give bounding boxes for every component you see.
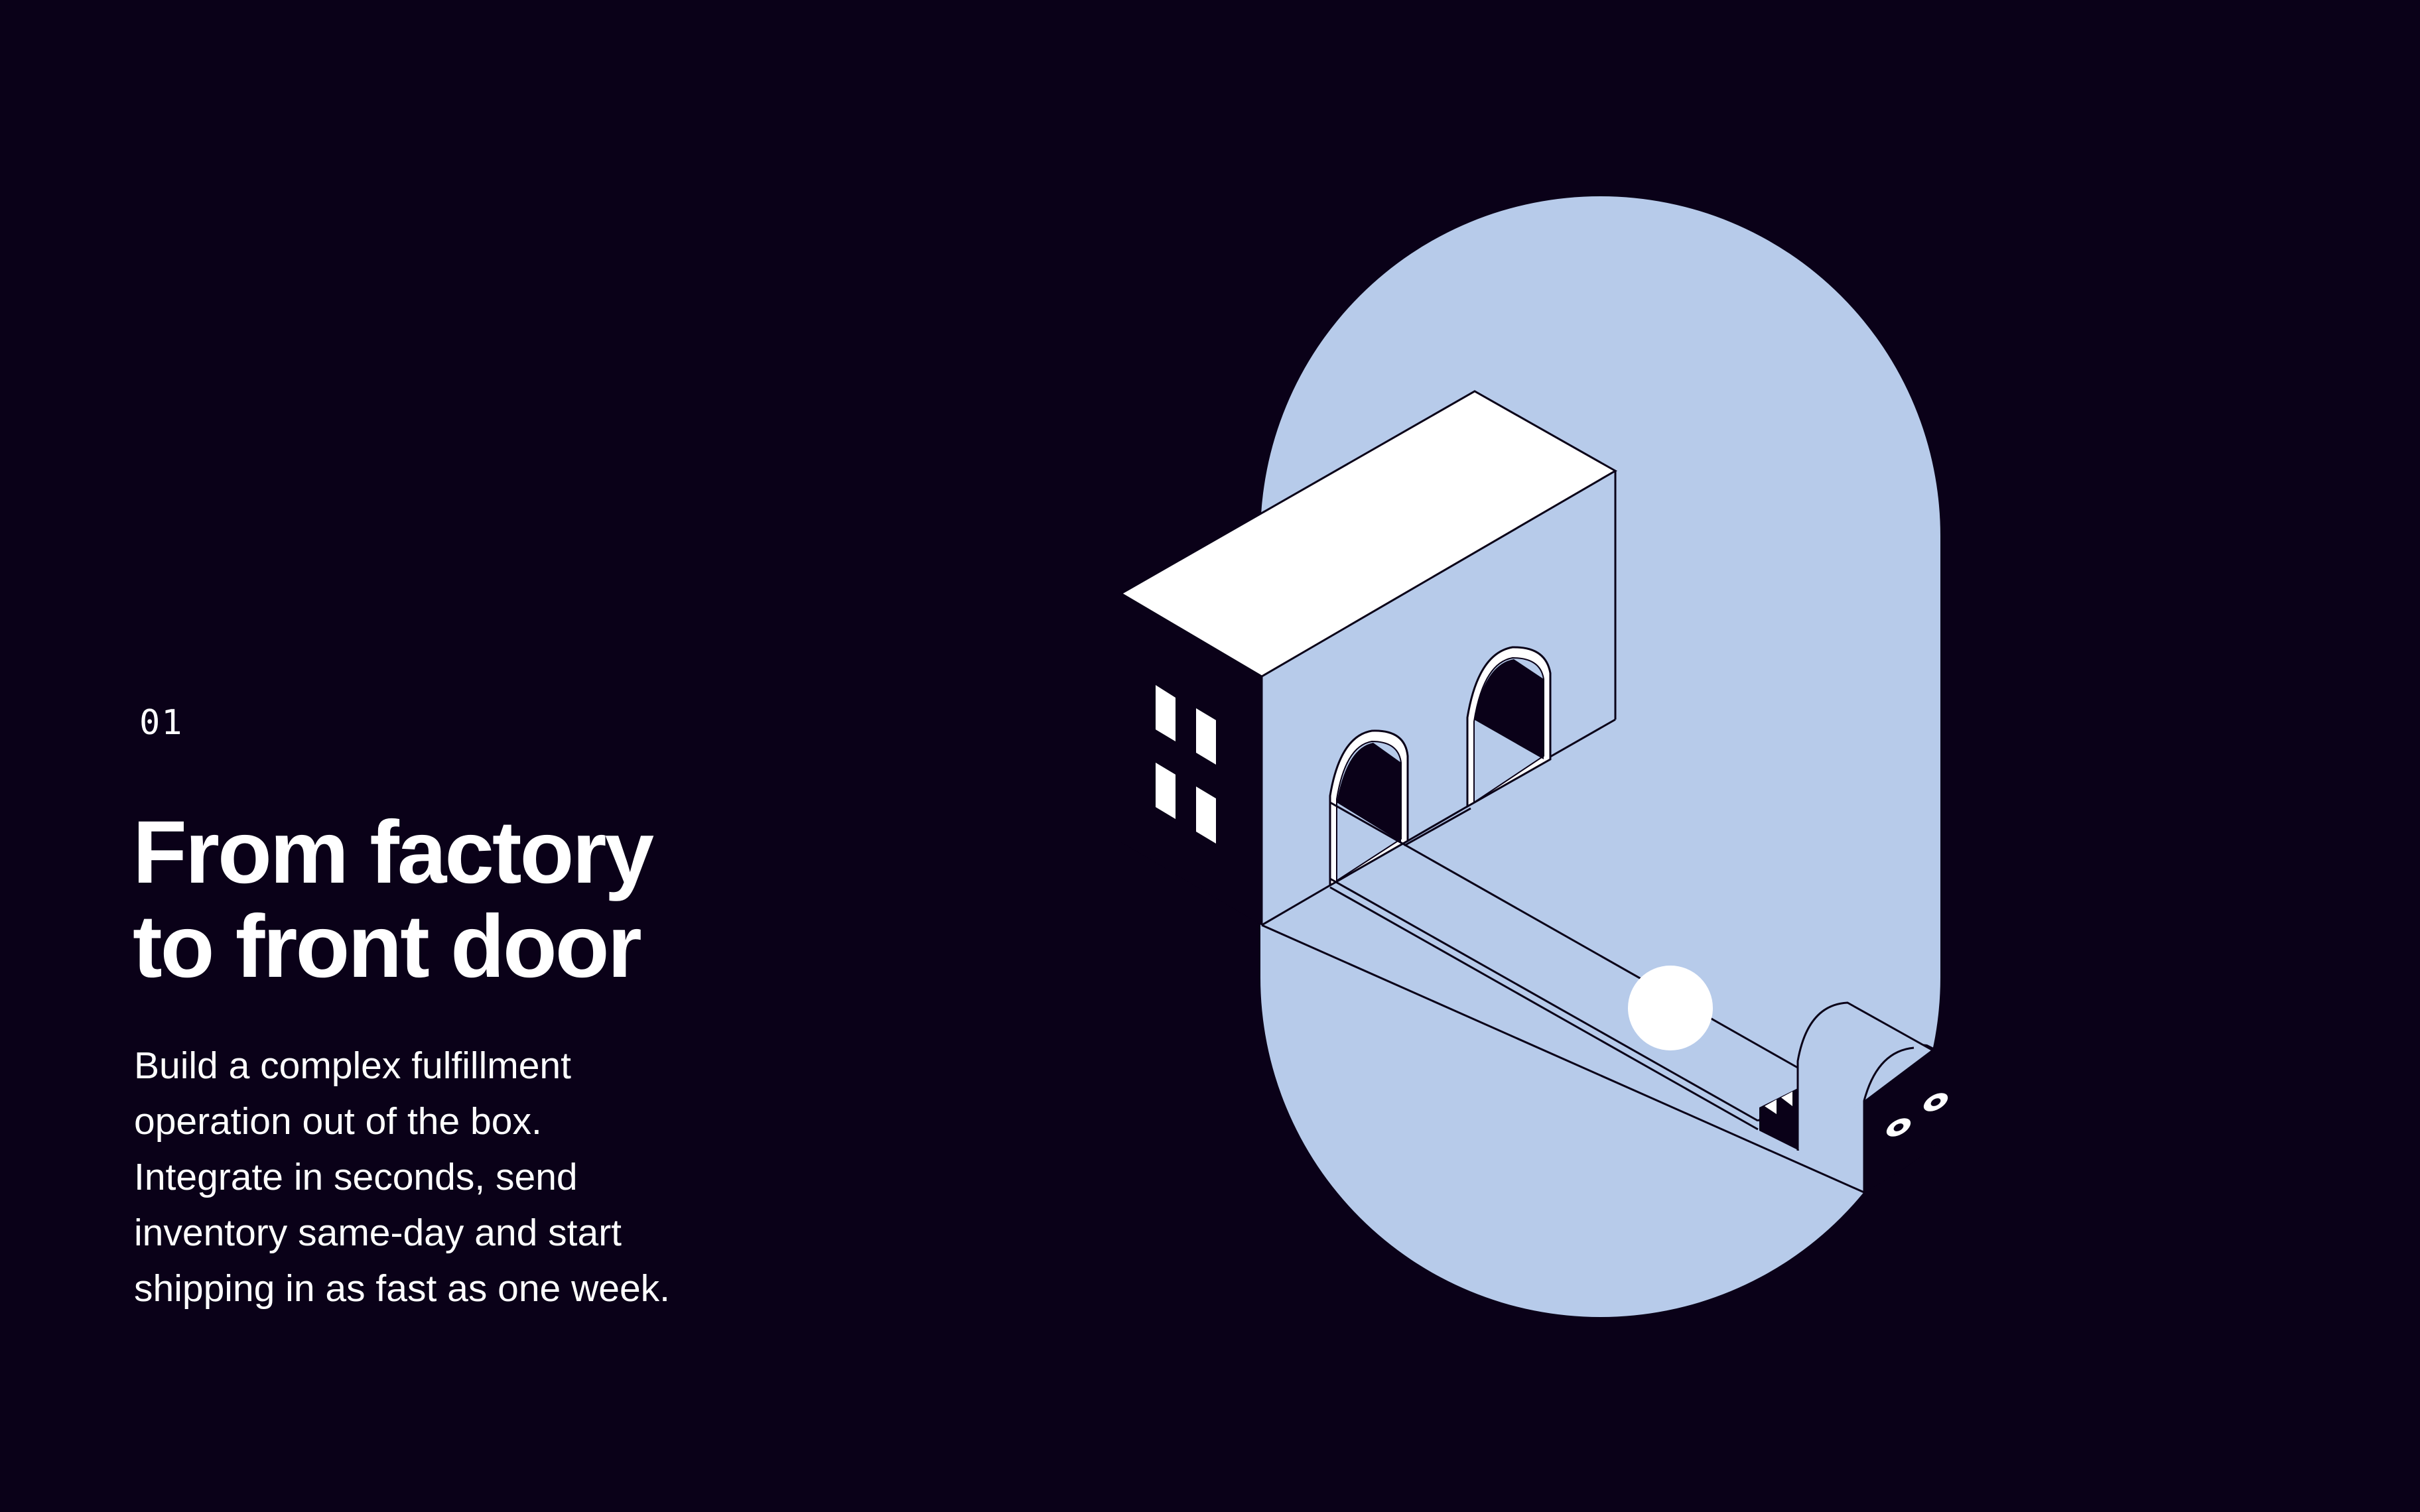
ball-icon [1628, 966, 1713, 1050]
arch-doorway-left [1329, 729, 1409, 887]
section-number: 01 [139, 703, 184, 743]
warehouse-body-lines [1260, 471, 1617, 926]
section-title: From factory to front door [133, 806, 862, 994]
arch-connector-lines [1404, 805, 1471, 847]
description-line-1: Build a complex fulfillment [134, 1044, 571, 1087]
window-icon [1156, 685, 1216, 844]
section-description: Build a complex fulfillment operation ou… [134, 1038, 797, 1316]
description-line-4: inventory same-day and start [134, 1212, 622, 1254]
section-title-line-1: From factory [133, 803, 654, 902]
description-line-2: operation out of the box. [134, 1100, 542, 1143]
eyes-icon [1886, 1093, 1948, 1137]
package-box-icon [1759, 1088, 1799, 1151]
description-line-5: shipping in as fast as one week. [134, 1267, 670, 1310]
section-title-line-2: to front door [133, 897, 642, 996]
conveyor-lines [1261, 801, 1865, 1194]
warehouse-left-wall [1121, 594, 1262, 925]
arch-doorway-right [1466, 646, 1552, 808]
description-line-3: Integrate in seconds, send [134, 1156, 578, 1198]
tunnel-arch [1796, 1001, 1932, 1192]
